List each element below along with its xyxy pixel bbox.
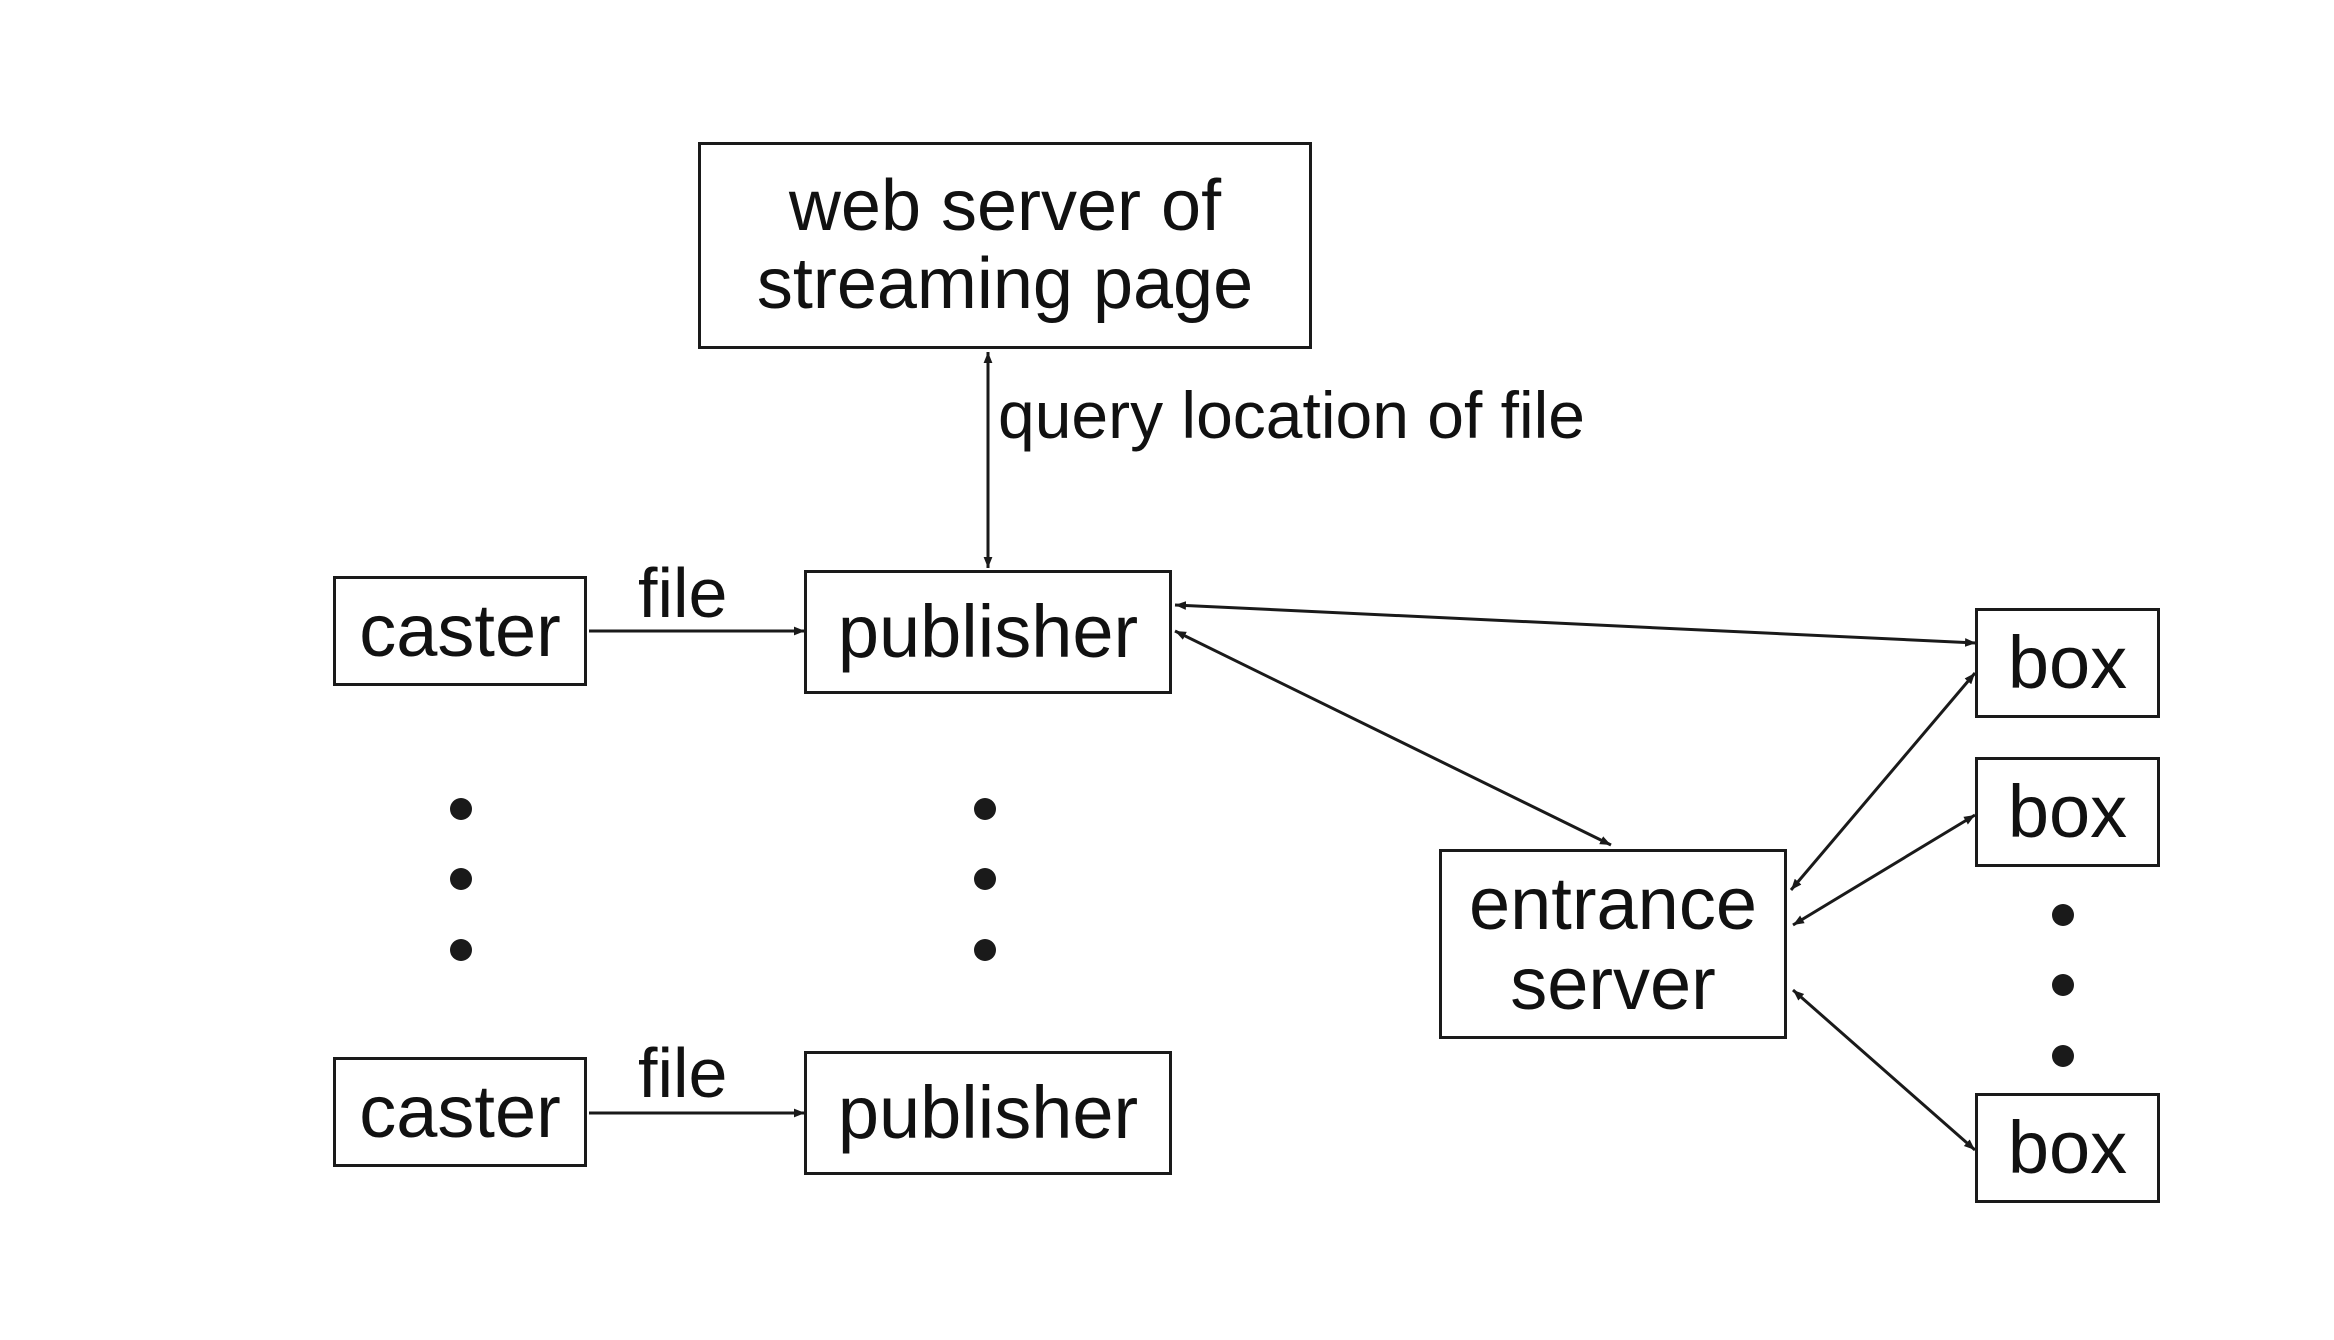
box-node-1: box — [1975, 608, 2160, 718]
caster-ellipsis — [450, 798, 472, 961]
file-edge-label-top: file — [638, 554, 728, 632]
caster-label: caster — [359, 589, 561, 673]
box-label: box — [2007, 1106, 2128, 1190]
entrance-server-line2: server — [1510, 942, 1716, 1025]
caster-node-top: caster — [333, 576, 587, 686]
web-server-line1: web server of — [788, 165, 1222, 246]
publisher-box-arrow — [1174, 601, 1977, 647]
publisher-node-bottom: publisher — [804, 1051, 1172, 1175]
web-server-line2: streaming page — [756, 243, 1254, 324]
publisher-ellipsis — [974, 798, 996, 961]
box-node-2: box — [1975, 757, 2160, 867]
web-server-node: web server of streaming page — [698, 142, 1312, 349]
publisher-entrance-arrow — [1174, 629, 1612, 847]
entrance-box3-arrow — [1792, 988, 1976, 1152]
publisher-node-top: publisher — [804, 570, 1172, 694]
entrance-box1-arrow — [1789, 672, 1977, 891]
box-label: box — [2007, 770, 2128, 854]
publisher-label: publisher — [837, 1071, 1139, 1155]
file-edge-label-bottom: file — [638, 1034, 728, 1112]
entrance-server-node: entrance server — [1439, 849, 1787, 1039]
caster-label: caster — [359, 1070, 561, 1154]
box-ellipsis — [2052, 904, 2074, 1067]
caster-node-bottom: caster — [333, 1057, 587, 1167]
box-node-3: box — [1975, 1093, 2160, 1203]
box-label: box — [2007, 621, 2128, 705]
entrance-box2-arrow — [1792, 813, 1976, 927]
publisher-label: publisher — [837, 590, 1139, 674]
entrance-server-line1: entrance — [1469, 862, 1757, 946]
query-edge-label: query location of file — [998, 378, 1586, 452]
